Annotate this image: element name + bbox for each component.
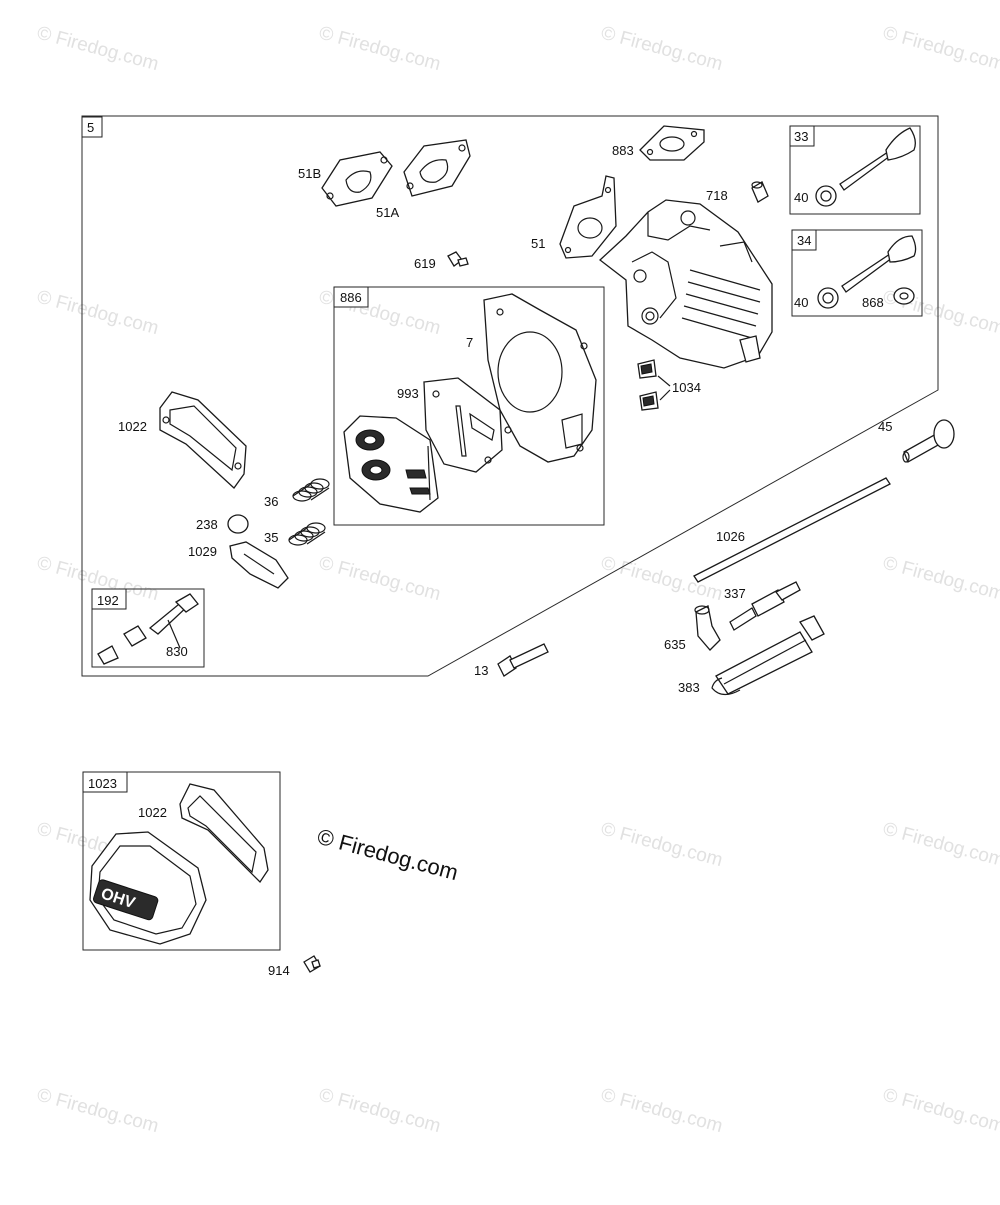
callout-830: 830 xyxy=(166,644,188,659)
watermark: © Firedog.com xyxy=(881,1085,1000,1138)
watermark: © Firedog.com xyxy=(35,23,161,76)
callout-7: 7 xyxy=(466,335,473,350)
watermark: © Firedog.com xyxy=(599,23,725,76)
callout-635: 635 xyxy=(664,637,686,652)
spring-36 xyxy=(292,478,330,502)
bolt-13: 13 xyxy=(474,643,549,678)
box-number-33: 33 xyxy=(794,129,808,144)
tappet-45: 45 xyxy=(878,419,955,463)
watermark-layer: © Firedog.com © Firedog.com © Firedog.co… xyxy=(35,23,1000,1138)
callout-993: 993 xyxy=(397,386,419,401)
callout-1026: 1026 xyxy=(716,529,745,544)
watermark: © Firedog.com xyxy=(881,553,1000,606)
plug-238: 238 xyxy=(196,514,249,534)
valve-box-33: 33 40 xyxy=(789,125,921,215)
callout-45: 45 xyxy=(878,419,892,434)
watermark: © Firedog.com xyxy=(881,819,1000,872)
callout-40-a: 40 xyxy=(794,190,808,205)
box-number-1023: 1023 xyxy=(88,776,117,791)
rocker-1029: 1029 xyxy=(188,541,289,589)
gasket-883: 883 xyxy=(612,125,705,161)
watermark: © Firedog.com xyxy=(599,1085,725,1138)
cover-box-1023: 1023 1022 OHV xyxy=(82,771,281,951)
box-number-34: 34 xyxy=(797,233,811,248)
callout-36: 36 xyxy=(264,494,278,509)
watermark-main: © Firedog.com xyxy=(315,824,461,886)
box-number-886: 886 xyxy=(340,290,362,305)
valve-box-34: 34 40 868 xyxy=(791,229,923,317)
callout-35: 35 xyxy=(264,530,278,545)
callout-238: 238 xyxy=(196,517,218,532)
main-assembly-frame: 5 xyxy=(81,115,939,677)
gasket-51: 51 xyxy=(531,175,617,259)
box-886-frame xyxy=(333,286,605,526)
callout-40-b: 40 xyxy=(794,295,808,310)
cylinder-head xyxy=(598,199,773,369)
callout-337: 337 xyxy=(724,586,746,601)
breather-box-192: 192 830 xyxy=(91,588,205,668)
ohv-logo: OHV xyxy=(93,879,159,921)
gasket-set-box-886: 886 7 993 xyxy=(333,286,605,526)
callout-619: 619 xyxy=(414,256,436,271)
callout-383: 383 xyxy=(678,680,700,695)
callout-51: 51 xyxy=(531,236,545,251)
springs: 36 35 xyxy=(264,478,330,546)
box-33-frame xyxy=(789,125,921,215)
watermark: © Firedog.com xyxy=(35,287,161,340)
callout-51b: 51B xyxy=(298,166,321,181)
box-1023-frame xyxy=(82,771,281,951)
watermark: © Firedog.com xyxy=(317,553,443,606)
callout-1022: 1022 xyxy=(118,419,147,434)
box-number-main: 5 xyxy=(87,120,94,135)
spark-plug-337: 337 xyxy=(724,581,801,631)
screw-914: 914 xyxy=(268,955,321,978)
push-rod-1026: 1026 xyxy=(693,477,891,583)
watermark: © Firedog.com xyxy=(35,1085,161,1138)
watermark: © Firedog.com xyxy=(599,819,725,872)
clips-1034: 1034 xyxy=(637,359,701,411)
callout-1034: 1034 xyxy=(672,380,701,395)
watermark: © Firedog.com xyxy=(317,23,443,76)
terminal-635: 635 xyxy=(664,605,721,652)
gasket-51b: 51B xyxy=(298,151,393,207)
watermark: © Firedog.com xyxy=(881,23,1000,76)
ignition-armature-383: 383 xyxy=(678,615,825,696)
box-number-frame xyxy=(81,116,103,138)
callout-868: 868 xyxy=(862,295,884,310)
gasket-51a: 51A xyxy=(376,139,471,220)
callout-883: 883 xyxy=(612,143,634,158)
box-192-frame xyxy=(91,588,205,668)
watermark: © Firedog.com xyxy=(317,1085,443,1138)
box-34-frame xyxy=(791,229,923,317)
spring-35 xyxy=(288,522,326,546)
callout-1029: 1029 xyxy=(188,544,217,559)
callout-1022-cover: 1022 xyxy=(138,805,167,820)
callout-914: 914 xyxy=(268,963,290,978)
callout-51a: 51A xyxy=(376,205,399,220)
watermark: © Firedog.com xyxy=(599,553,725,606)
box-number-192: 192 xyxy=(97,593,119,608)
callout-718: 718 xyxy=(706,188,728,203)
main-frame-outline xyxy=(81,115,939,677)
bolt-619: 619 xyxy=(414,251,469,271)
pin-718: 718 xyxy=(706,181,769,203)
callout-13: 13 xyxy=(474,663,488,678)
gasket-1022: 1022 xyxy=(118,391,247,489)
